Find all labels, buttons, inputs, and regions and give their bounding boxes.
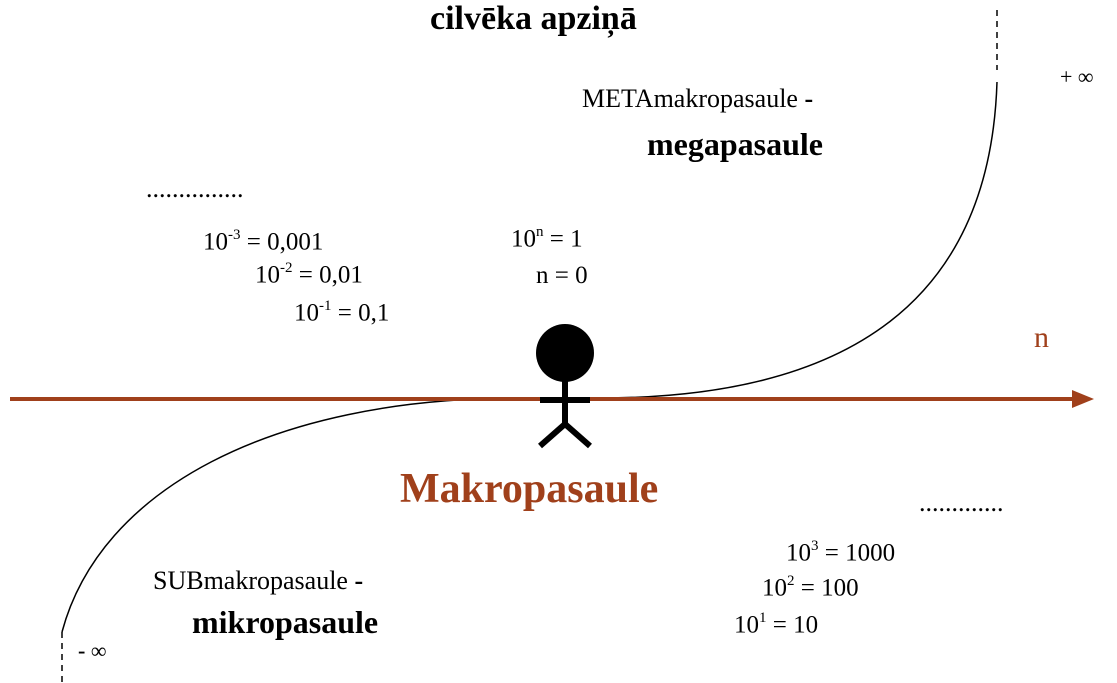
figure-right-leg bbox=[563, 421, 592, 449]
power-base: 10 bbox=[255, 261, 280, 289]
power-base: 10 bbox=[786, 539, 811, 567]
center-region-label: Makropasaule bbox=[400, 466, 659, 512]
origin-power: 10n = 1 bbox=[511, 224, 583, 253]
power-base: 10 bbox=[203, 228, 228, 256]
plus-infinity-label: + ∞ bbox=[1060, 64, 1094, 89]
power-value: = 1000 bbox=[818, 539, 896, 567]
power-row-neg1: 10-1 = 0,1 bbox=[294, 298, 390, 327]
power-row-neg3: 10-3 = 0,001 bbox=[203, 227, 324, 256]
minus-infinity-symbol: ∞ bbox=[90, 638, 107, 663]
power-exponent: 3 bbox=[811, 538, 819, 554]
power-value: = 0,001 bbox=[240, 228, 324, 256]
upper-region-name: megapasaule bbox=[647, 126, 823, 162]
lower-region-prefix: SUBmakropasaule bbox=[153, 566, 348, 595]
origin-n-equals: n = 0 bbox=[536, 262, 588, 289]
power-exponent: -3 bbox=[228, 227, 241, 243]
power-base: 10 bbox=[762, 574, 787, 602]
power-value: = 100 bbox=[794, 574, 859, 602]
ellipsis-right: ............. bbox=[919, 488, 1004, 517]
figure-left-leg bbox=[538, 421, 567, 449]
power-base: 10 bbox=[294, 299, 319, 327]
power-value: = 0,01 bbox=[292, 261, 363, 289]
power-exponent: -1 bbox=[319, 298, 332, 314]
power-value: = 10 bbox=[766, 611, 819, 639]
axis-label-n: n bbox=[1034, 321, 1049, 354]
lower-region-name: mikropasaule bbox=[192, 604, 379, 640]
power-exponent: 1 bbox=[759, 610, 767, 626]
power-row-pos2: 102 = 100 bbox=[762, 573, 859, 602]
power-row-neg2: 10-2 = 0,01 bbox=[255, 260, 363, 289]
power-value: = 1 bbox=[543, 225, 583, 253]
figure-head bbox=[536, 324, 594, 382]
power-exponent: -2 bbox=[280, 260, 293, 276]
upper-region-dash: - bbox=[804, 84, 814, 113]
minus-infinity-dash: - bbox=[78, 638, 86, 663]
upper-region-label: METAmakropasaule - bbox=[582, 86, 813, 112]
ellipsis-left: ............... bbox=[146, 174, 244, 203]
power-value: = 0,1 bbox=[331, 299, 390, 327]
n-axis-arrowhead bbox=[1072, 390, 1094, 408]
page-title: cilvēka apziņā bbox=[430, 0, 637, 37]
lower-region-label: SUBmakropasaule - bbox=[153, 568, 363, 594]
power-exponent: n bbox=[536, 224, 544, 240]
power-base: 10 bbox=[734, 611, 759, 639]
power-exponent: 2 bbox=[787, 573, 795, 589]
power-row-pos1: 101 = 10 bbox=[734, 610, 819, 639]
power-base: 10 bbox=[511, 225, 536, 253]
upper-region-prefix: METAmakropasaule bbox=[582, 84, 798, 113]
lower-region-dash: - bbox=[354, 566, 364, 595]
power-row-pos3: 103 = 1000 bbox=[786, 538, 896, 567]
minus-infinity-label: - ∞ bbox=[78, 640, 107, 662]
